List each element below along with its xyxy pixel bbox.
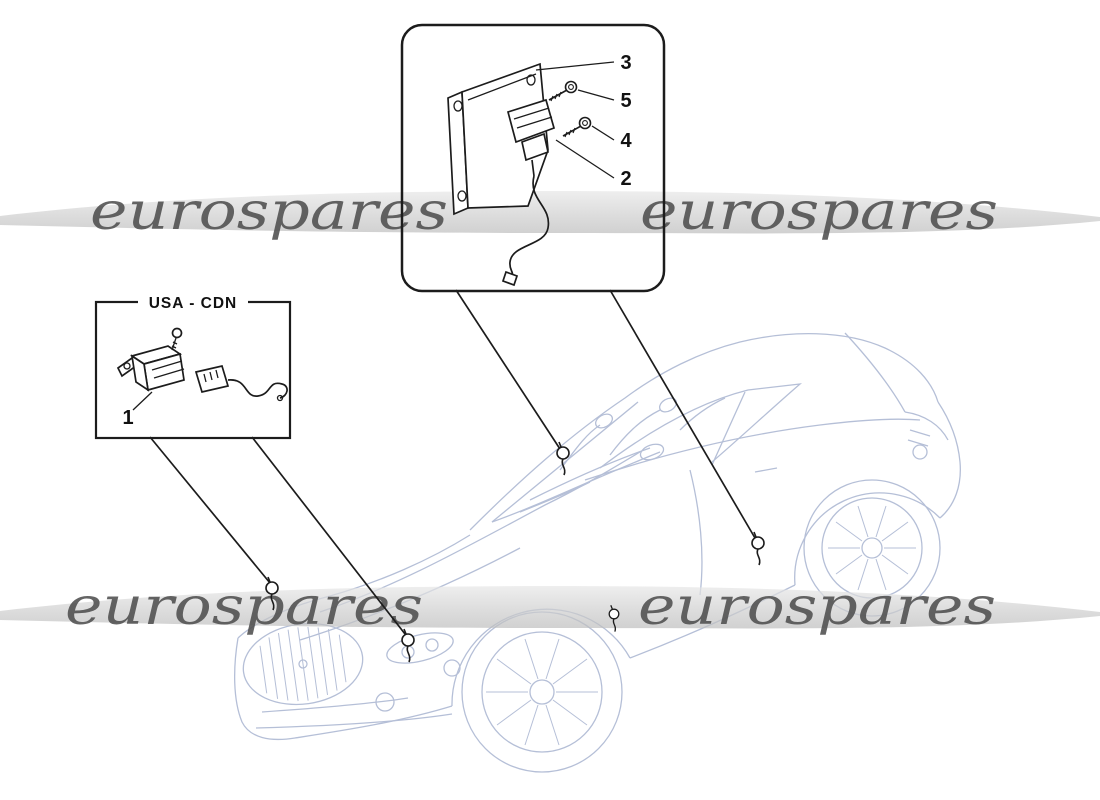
usa-bolt-drawing	[171, 327, 183, 351]
car-wiper	[519, 481, 591, 513]
usa-wire	[227, 379, 288, 399]
detail-box-bracket-assembly: 3 5 4 2	[400, 23, 666, 293]
callout-5[interactable]: 5	[620, 90, 631, 112]
car-indicator	[443, 659, 461, 677]
callout-lines	[535, 61, 615, 179]
car-drawing	[234, 332, 961, 773]
bracket-drawing	[447, 62, 549, 216]
sensor-wire-connector	[501, 270, 519, 287]
detail-box-border	[400, 23, 666, 293]
usa-cdn-label-bg	[138, 293, 248, 311]
car-dashboard	[529, 447, 651, 501]
car-door-seam	[689, 469, 703, 596]
car-side-glass	[599, 383, 803, 469]
sensor-wire	[509, 175, 550, 277]
car-beltline	[584, 418, 921, 481]
car-headrest-2	[658, 397, 678, 413]
car-trunk-line	[904, 411, 949, 441]
leader-bracket-to-windshield	[455, 289, 561, 450]
car-mirror	[639, 443, 665, 461]
callout-4[interactable]: 4	[620, 130, 632, 152]
callout-3[interactable]: 3	[620, 52, 631, 74]
watermark-text: eurospares	[640, 182, 998, 242]
car-cowl	[491, 451, 661, 523]
leader-lines	[149, 289, 756, 635]
sensor-drawing	[501, 98, 556, 287]
watermark-band-top: eurospares eurospares	[0, 182, 1100, 242]
car-c-pillar	[844, 332, 906, 413]
leader-usa-to-bumper	[149, 436, 271, 584]
leader-bracket-to-console	[609, 289, 756, 539]
bolt-5-drawing	[548, 80, 578, 102]
watermark-band-bottom: eurospares eurospares	[0, 577, 1100, 637]
car-rear-end	[937, 401, 961, 519]
usa-sensor-drawing	[116, 327, 288, 402]
car-side-vent	[907, 429, 931, 447]
watermark-text: eurospares	[638, 577, 996, 637]
car-headlight	[386, 632, 454, 664]
car-roofline	[469, 332, 939, 531]
car-front-wheel	[461, 611, 623, 773]
usa-cdn-label: USA - CDN	[149, 295, 238, 312]
watermark-text: eurospares	[90, 182, 448, 242]
car-headrest-1	[594, 413, 614, 429]
leader-usa-to-headlight	[251, 436, 406, 635]
watermark-text: eurospares	[65, 577, 423, 637]
car-fuel-cap	[912, 444, 928, 460]
car-front-bumper	[234, 637, 453, 741]
usa-cdn-box: USA - CDN 1	[94, 293, 292, 440]
car-b-pillar	[711, 391, 746, 466]
bolt-4-drawing	[562, 116, 592, 138]
callout-2[interactable]: 2	[620, 168, 631, 190]
car-bumper-lines	[255, 697, 453, 729]
car-headlight-lens-2	[425, 638, 439, 652]
callout-line-1	[132, 391, 153, 411]
car-door-handle	[754, 467, 778, 473]
car-rear-arch	[794, 492, 941, 586]
callout-1[interactable]: 1	[122, 407, 133, 429]
car-a-pillar	[491, 401, 639, 523]
